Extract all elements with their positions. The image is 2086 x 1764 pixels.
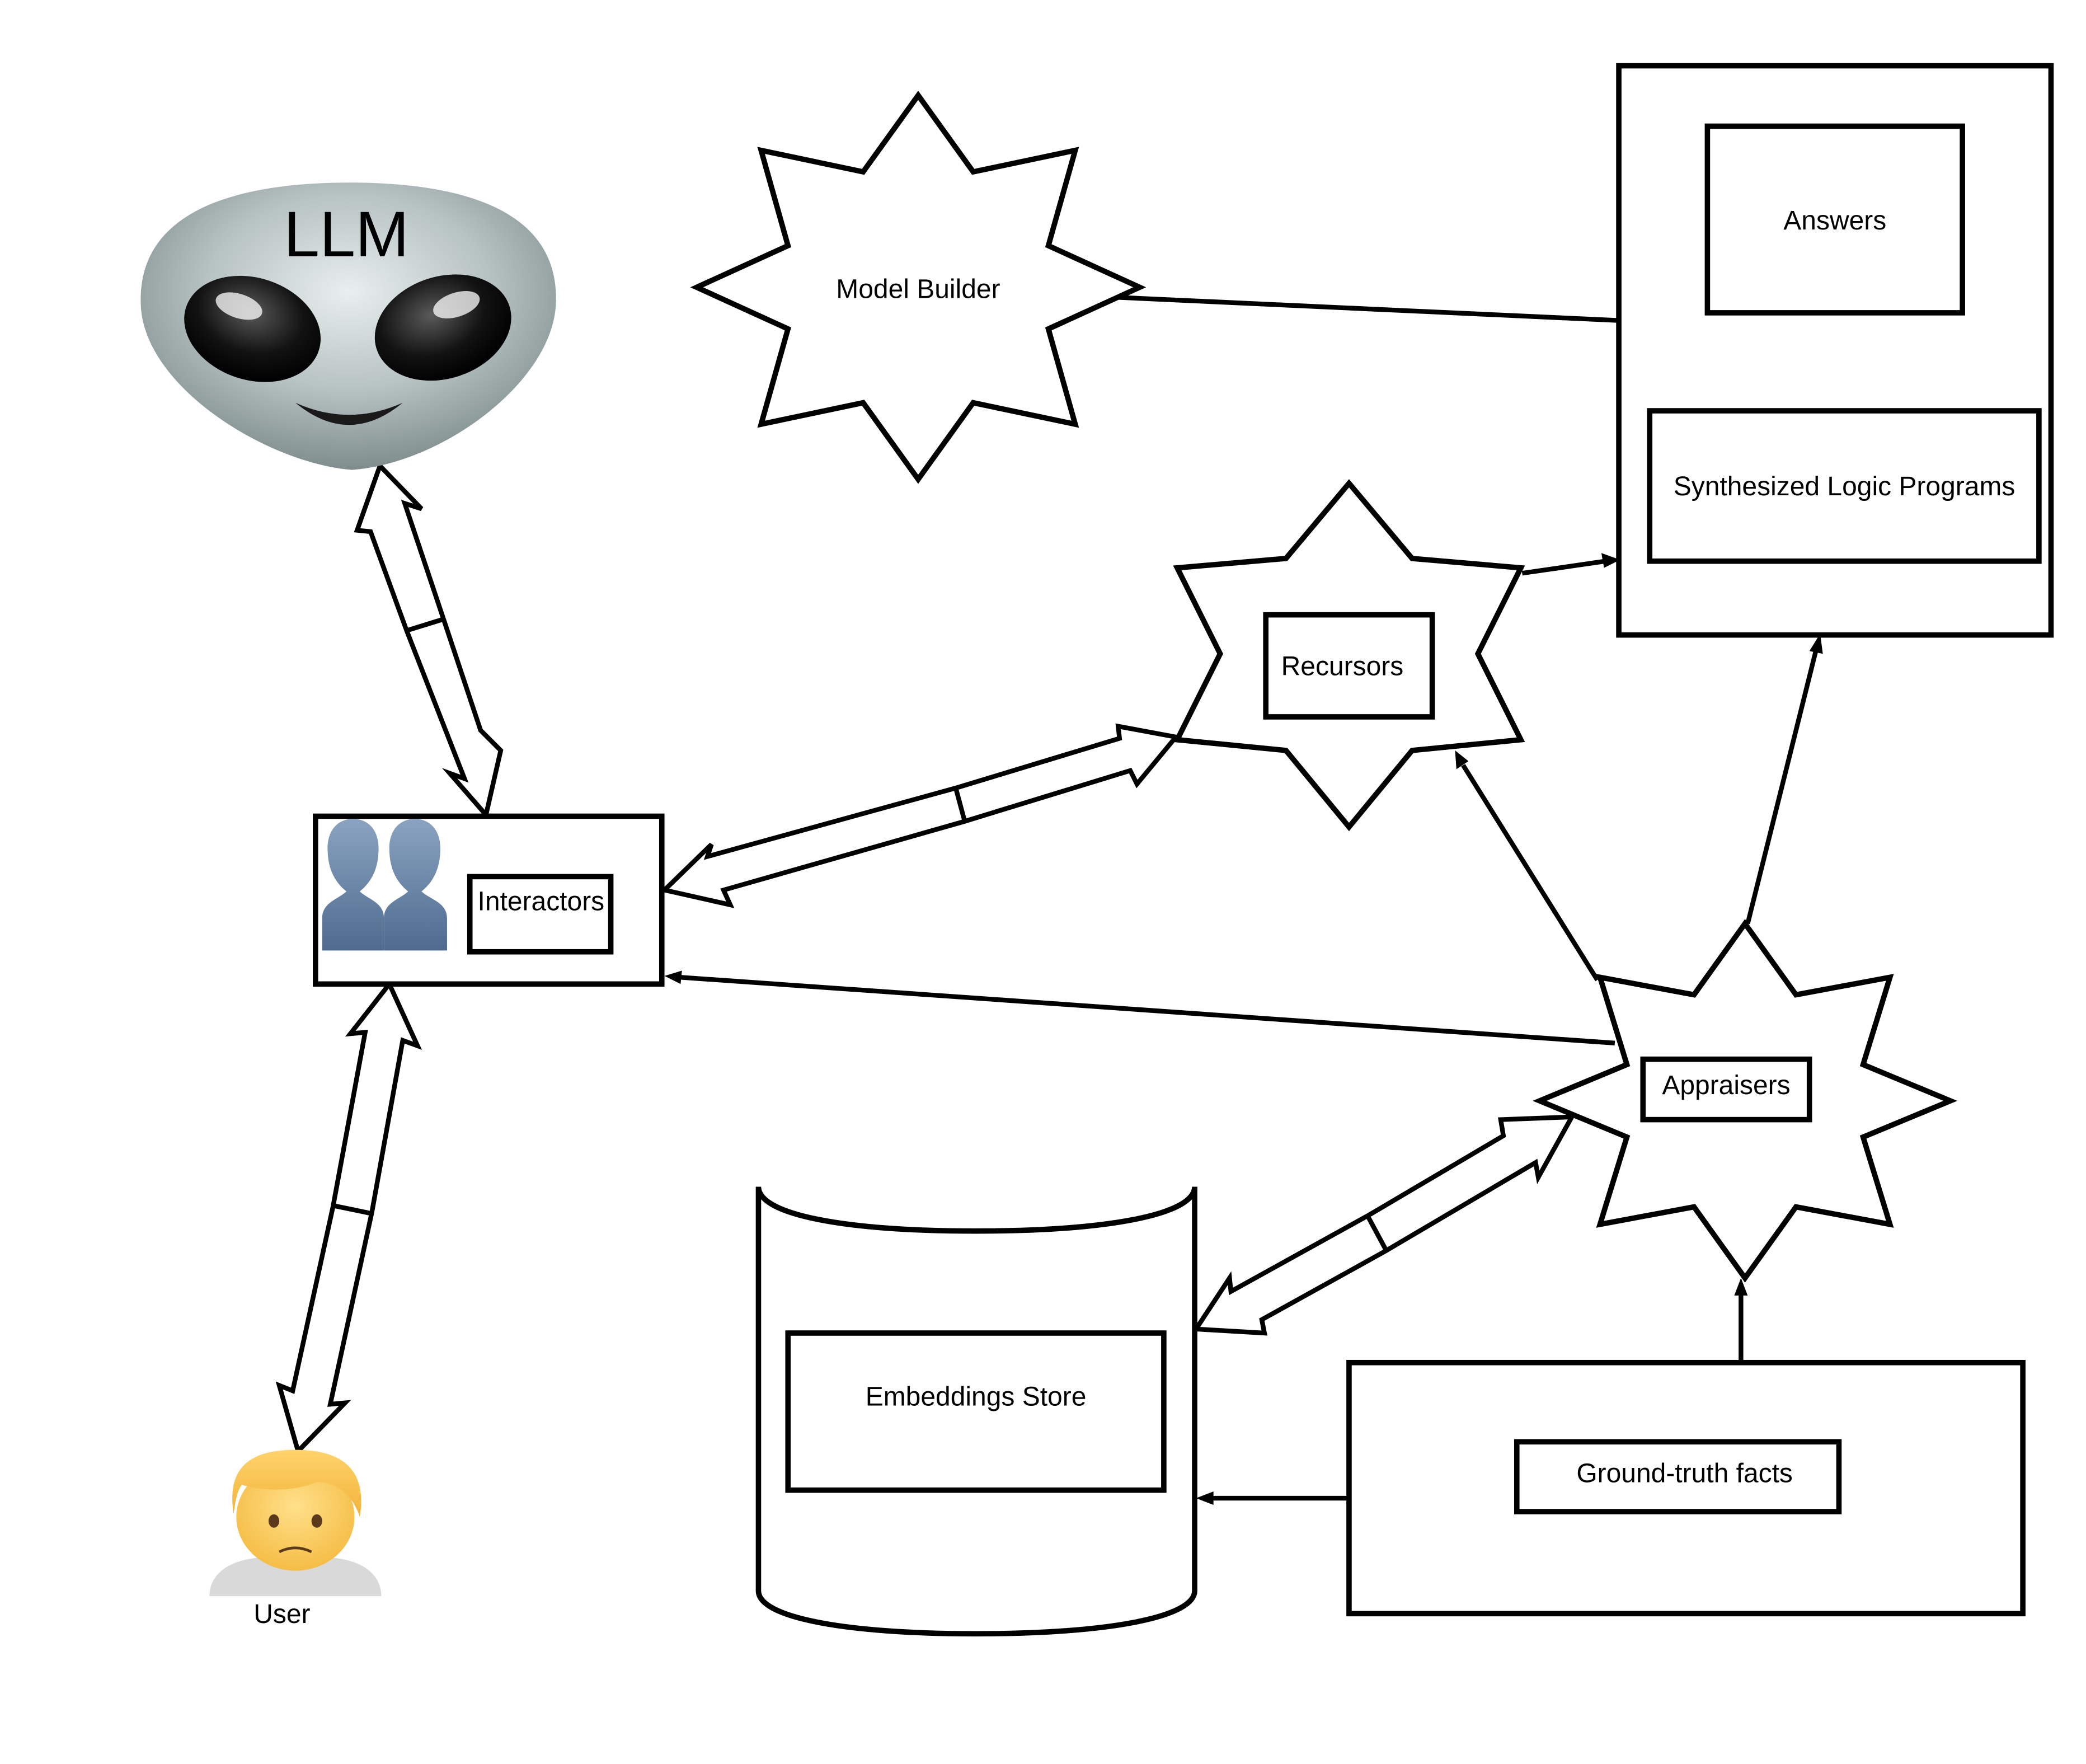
appraisers-node: Appraisers: [1533, 919, 1958, 1283]
answers-box: [1704, 123, 1965, 316]
model-builder-label: Model Builder: [836, 275, 1000, 304]
arrowhead-recursors-container: [1601, 553, 1620, 568]
arrowhead-groundtruth-embeddings: [1196, 1491, 1214, 1505]
double-arrow-interactors-recursors: [660, 723, 1181, 908]
connector-appraisers-interactors: [680, 975, 1615, 1046]
llm-node: LLM: [140, 182, 556, 470]
connector-appraisers-container: [1745, 649, 1819, 925]
recursors-label: Recursors: [1281, 652, 1404, 682]
connector-recursors-container: [1521, 559, 1606, 576]
user-node: User: [209, 1449, 382, 1629]
double-arrow-interactors-recursors-divider: [953, 787, 967, 824]
double-arrow-embeddings-appraisers-divider: [1365, 1215, 1389, 1252]
alien-face-icon: [140, 182, 556, 470]
appraisers-box: [1640, 1056, 1812, 1123]
connector-appraisers-recursors: [1461, 764, 1600, 982]
person-frowning-icon: [209, 1449, 382, 1597]
llm-label: LLM: [284, 199, 409, 270]
ground-truth-facts-label: Ground-truth facts: [1576, 1458, 1793, 1488]
double-arrow-interactors-user-divider: [332, 1203, 373, 1216]
outputs-container: Answers Synthesized Logic Programs: [1616, 63, 2054, 638]
appraisers-label: Appraisers: [1662, 1071, 1790, 1100]
embeddings-store-node: Embeddings Store: [755, 1186, 1197, 1637]
answers-label: Answers: [1783, 206, 1886, 236]
double-arrow-interactors-user: [275, 979, 422, 1456]
arrowhead-appraisers-recursors: [1455, 750, 1469, 770]
embeddings-store-label: Embeddings Store: [866, 1382, 1087, 1412]
double-arrow-embeddings-appraisers: [1191, 1114, 1576, 1336]
arrowhead-groundtruth-appraisers: [1734, 1278, 1748, 1296]
recursors-node: Recursors: [1173, 479, 1525, 832]
interactors-node: Interactors: [313, 813, 665, 987]
ground-truth-facts-node: Ground-truth facts: [1346, 1359, 2026, 1617]
user-label: User: [253, 1599, 310, 1629]
arrowhead-appraisers-interactors: [664, 970, 682, 984]
synthesized-logic-programs-box: [1647, 408, 2042, 564]
double-arrow-llm-interactors-divider: [405, 616, 445, 634]
connector-modelbuilder-answers: [1103, 294, 1627, 323]
interactors-box: [467, 874, 614, 955]
synthesized-logic-programs-label: Synthesized Logic Programs: [1674, 472, 2015, 501]
arrowhead-appraisers-container: [1809, 634, 1823, 654]
ground-truth-facts-box: [1514, 1439, 1842, 1514]
double-arrow-llm-interactors: [354, 461, 504, 820]
busts-in-silhouette-icon: [322, 819, 447, 951]
recursors-box: [1263, 612, 1435, 720]
embeddings-store-box: [785, 1330, 1167, 1493]
model-builder-node: Model Builder: [690, 91, 1147, 484]
interactors-label: Interactors: [478, 886, 605, 916]
model-builder-star: [690, 91, 1147, 484]
